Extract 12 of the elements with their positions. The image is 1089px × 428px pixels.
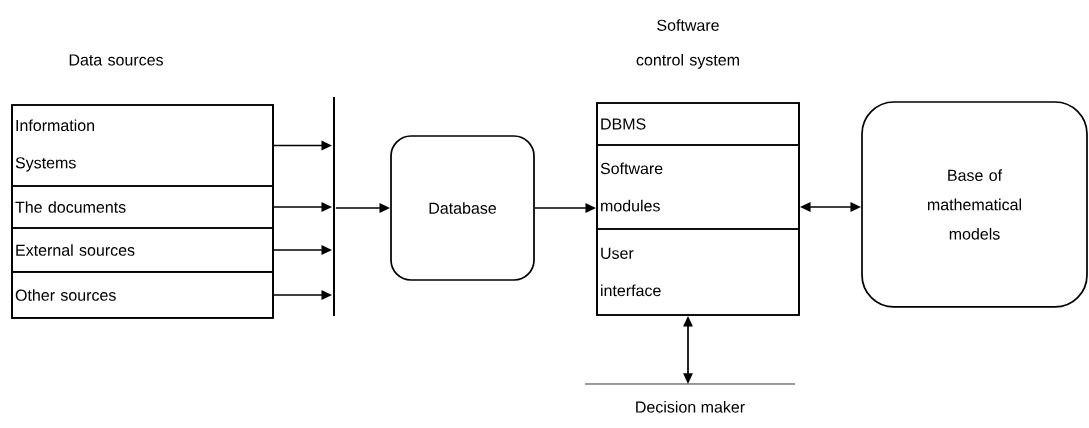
system-row: Software modules: [596, 144, 800, 230]
system-row: User interface: [596, 228, 800, 316]
source-row: External sources: [11, 227, 274, 273]
source-row: The documents: [11, 185, 274, 229]
model-base-box: Base of mathematical models: [861, 101, 1088, 308]
source-row: Information Systems: [11, 104, 274, 187]
system-row: DBMS: [596, 102, 800, 146]
source-row: Other sources: [11, 271, 274, 319]
node-label: Data sources: [69, 54, 163, 66]
node-label: Software control system: [636, 19, 739, 69]
database-box: Database: [390, 135, 535, 281]
decision-maker: Decision maker: [584, 383, 796, 413]
